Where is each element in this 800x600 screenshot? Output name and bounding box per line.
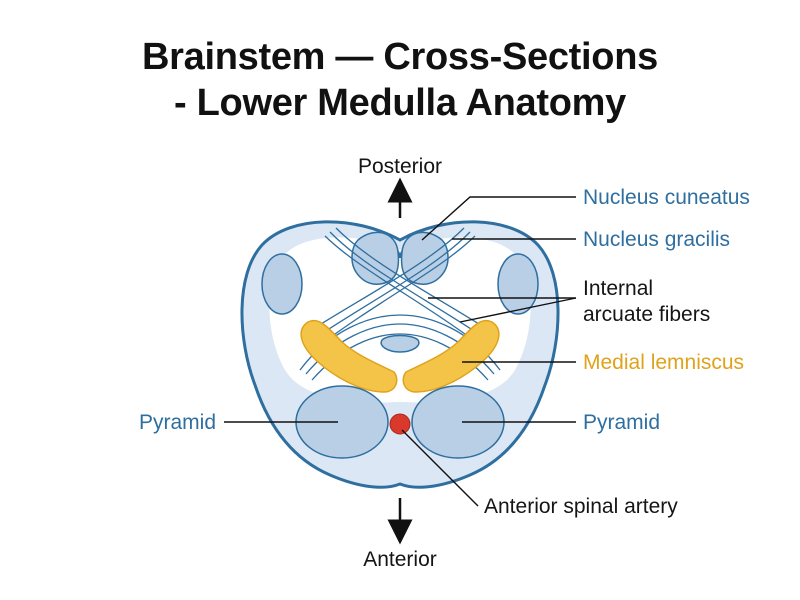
leader-internal-arcuate-2 bbox=[459, 297, 577, 323]
anterior-spinal-artery-label: Anterior spinal artery bbox=[484, 495, 678, 518]
medial-lemniscus-right bbox=[402, 319, 500, 393]
medial-lemniscus-label: Medial lemniscus bbox=[583, 351, 744, 374]
anterior-spinal-artery-shape bbox=[389, 413, 411, 435]
nucleus-gracilis-shape bbox=[351, 231, 400, 285]
central-canal bbox=[380, 334, 420, 353]
title-line-1: Brainstem — Cross-Sections bbox=[142, 36, 658, 78]
nucleus-cuneatus-label: Nucleus cuneatus bbox=[583, 186, 750, 209]
nucleus-cuneatus-shape bbox=[400, 231, 449, 285]
anterior-label: Anterior bbox=[363, 548, 437, 571]
page-title: Brainstem — Cross-Sections - Lower Medul… bbox=[0, 34, 800, 126]
inner-white-matter bbox=[269, 237, 531, 403]
internal-arcuate-label-line1: Internal bbox=[583, 277, 653, 300]
pyramid-right-label: Pyramid bbox=[583, 411, 660, 434]
title-line-2: - Lower Medulla Anatomy bbox=[174, 82, 626, 124]
leader-anterior-spinal-artery bbox=[401, 429, 479, 507]
medial-lemniscus-left bbox=[300, 319, 398, 393]
internal-arcuate-label-line2: arcuate fibers bbox=[583, 303, 710, 326]
lateral-nucleus-left bbox=[261, 253, 303, 315]
pyramid-left-label: Pyramid bbox=[139, 411, 216, 434]
lateral-nucleus-right bbox=[497, 253, 539, 315]
posterior-label: Posterior bbox=[358, 155, 442, 178]
leader-lines bbox=[224, 196, 577, 507]
nucleus-gracilis-label: Nucleus gracilis bbox=[583, 228, 730, 251]
leader-nucleus-cuneatus bbox=[421, 196, 576, 241]
